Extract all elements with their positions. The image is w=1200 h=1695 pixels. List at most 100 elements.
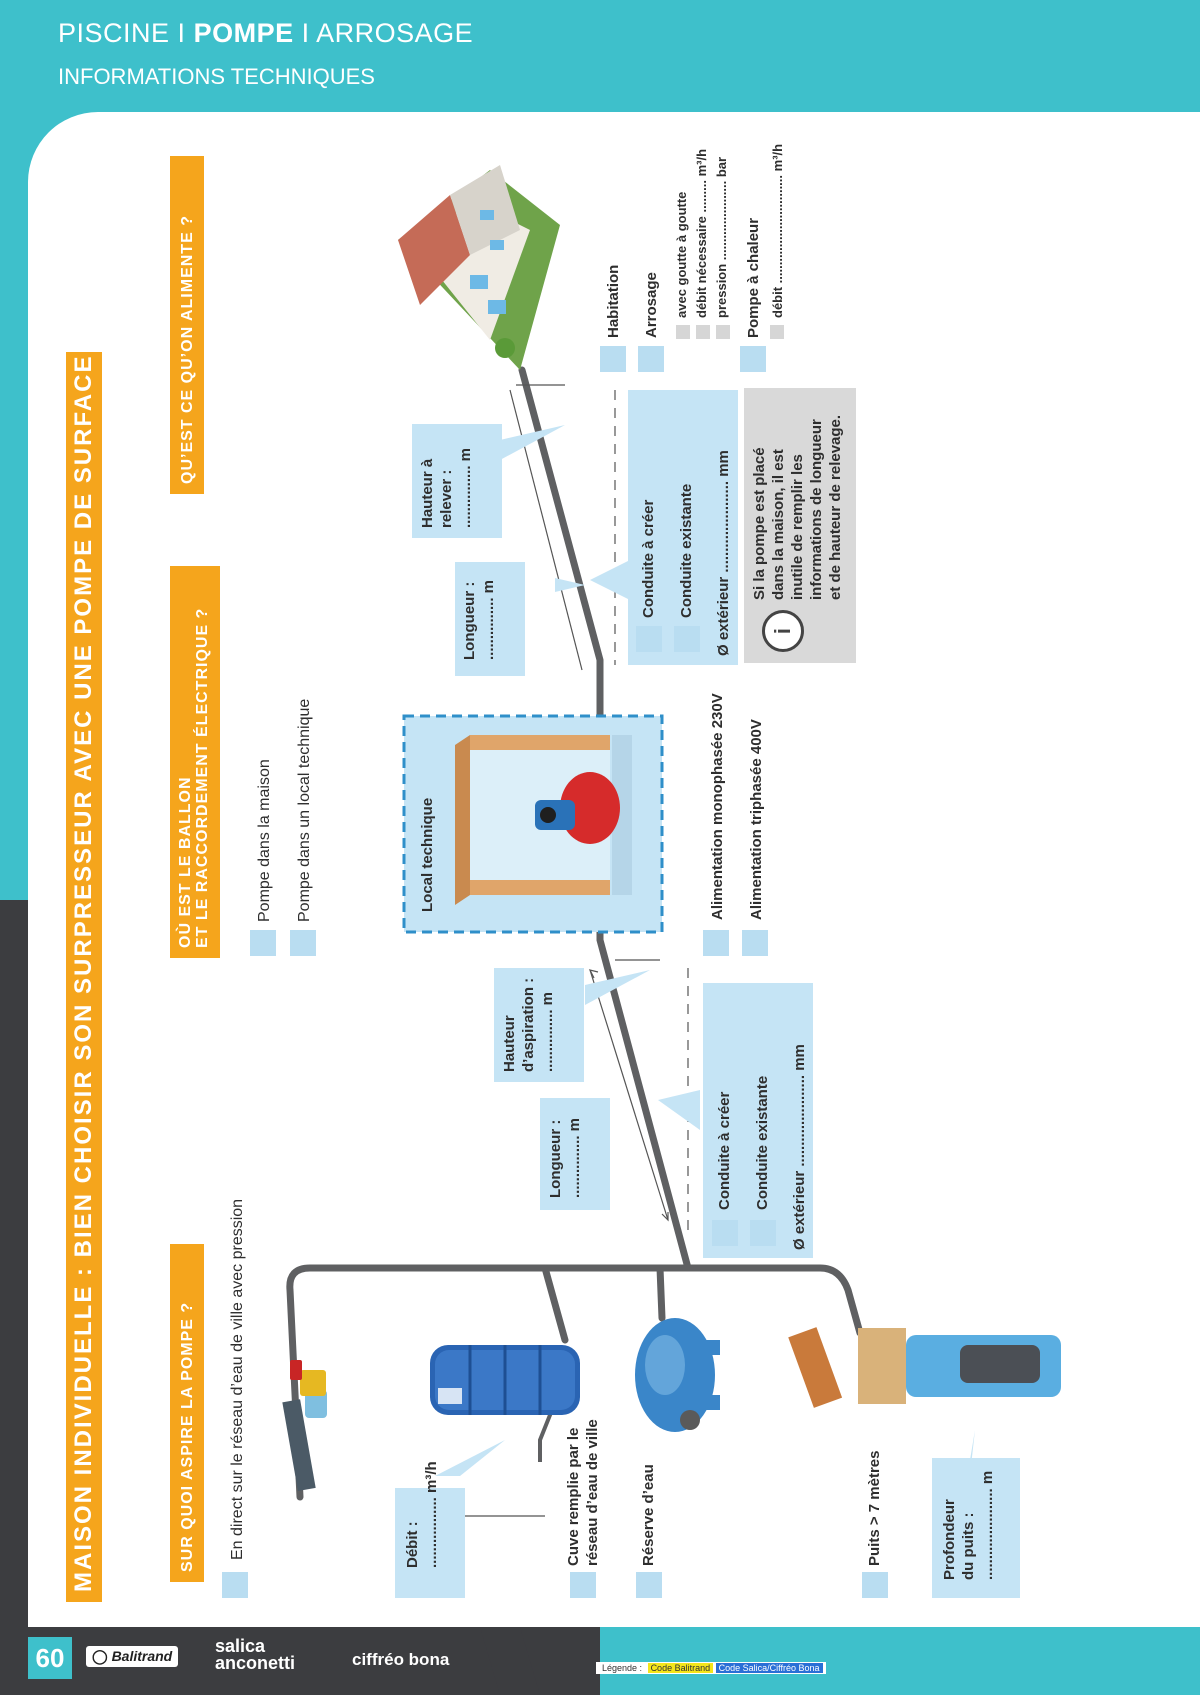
logo-salica: salica anconetti xyxy=(215,1636,295,1672)
cat-pompe: POMPE xyxy=(193,18,294,48)
sep-2: I xyxy=(301,18,310,48)
checkbox-arrosage[interactable] xyxy=(638,346,664,372)
hauteur-rel-line2: relever : xyxy=(438,469,455,528)
alim-debit-pac[interactable]: débit .............................. m³/… xyxy=(770,143,785,318)
info-line1: Si la pompe est placé xyxy=(751,447,768,600)
logo-balitrand: ◯ Balitrand xyxy=(86,1646,179,1667)
hauteur-rel-input[interactable]: ............... m xyxy=(457,447,474,528)
legend-label: Légende : xyxy=(602,1663,643,1673)
asp-conduite-existante: Conduite existante xyxy=(754,1075,771,1210)
info-line4: informations de longueur xyxy=(808,419,825,600)
debit-bubble xyxy=(395,1488,465,1598)
hauteur-asp-label: Hauteur d’aspiration : ............... m xyxy=(500,978,557,1072)
checkbox-pompe-maison[interactable] xyxy=(250,930,276,956)
checkbox-asp-creer[interactable] xyxy=(712,1220,738,1246)
legend-salica: Code Salica/Ciffréo Bona xyxy=(715,1663,823,1673)
cat-arrosage: ARROSAGE xyxy=(316,18,474,48)
checkbox-pompe-chaleur[interactable] xyxy=(740,346,766,372)
checkbox-habitation[interactable] xyxy=(600,346,626,372)
pump-icon xyxy=(535,772,620,844)
checkbox-ville[interactable] xyxy=(222,1572,248,1598)
page-number: 60 xyxy=(28,1637,72,1679)
debit-label: Débit : ................. m³/h xyxy=(403,1461,441,1568)
alim-tri: Alimentation triphasée 400V xyxy=(748,719,765,920)
hauteur-rel-bubble xyxy=(412,424,502,538)
brand-balitrand: Balitrand xyxy=(111,1648,173,1664)
hauteur-rel-line1: Hauteur à xyxy=(419,458,436,528)
alim-habitation: Habitation xyxy=(605,264,622,338)
profondeur-line1: Profondeur xyxy=(941,1499,958,1580)
alim-pression[interactable]: pression ...................... bar xyxy=(714,156,729,318)
bullet-pression xyxy=(716,325,730,339)
pipe-to-cuve xyxy=(541,1264,569,1344)
longueur-asp-text: Longueur : xyxy=(547,1119,564,1198)
asp-conduite-creer: Conduite à créer xyxy=(716,1091,733,1210)
header-band xyxy=(0,0,1200,112)
legend-balitrand: Code Balitrand xyxy=(647,1663,714,1673)
profondeur-bubble xyxy=(932,1458,1020,1598)
checkbox-cuve[interactable] xyxy=(570,1572,596,1598)
bullet-debit xyxy=(696,325,710,339)
hauteur-asp-line2: d’aspiration : xyxy=(520,977,537,1072)
well-icon xyxy=(788,1327,1061,1408)
hauteur-asp-input[interactable]: ............... m xyxy=(539,991,556,1072)
brand-salica: salica xyxy=(215,1636,266,1656)
ref-conduite-creer: Conduite à créer xyxy=(640,499,657,618)
checkbox-asp-existante[interactable] xyxy=(750,1220,776,1246)
longueur-ref-label: Longueur : ............... m xyxy=(460,580,498,660)
logo-ciffreo: ciffréo bona xyxy=(352,1650,449,1670)
category-breadcrumb: PISCINE I POMPE I ARROSAGE xyxy=(58,18,473,49)
ref-conduite-existante: Conduite existante xyxy=(678,483,695,618)
hauteur-asp-bubble xyxy=(494,968,584,1082)
aspiration-conduite-bubble xyxy=(703,983,813,1258)
info-text: Si la pompe est placé dans la maison, il… xyxy=(750,415,845,600)
checkbox-mono[interactable] xyxy=(703,930,729,956)
local-technique-label: Local technique xyxy=(419,797,436,912)
info-line2: dans la maison, il est xyxy=(770,449,787,600)
checkbox-pompe-local[interactable] xyxy=(290,930,316,956)
checkbox-ref-existante[interactable] xyxy=(674,626,700,652)
pipe-manifold xyxy=(286,1264,864,1501)
info-box xyxy=(744,388,856,663)
pipe-to-reserve xyxy=(656,1264,666,1322)
water-tank-icon xyxy=(430,1345,580,1415)
tap-icon xyxy=(282,1360,327,1492)
refoulement-conduite-bubble xyxy=(628,390,738,665)
longueur-ref-bubble xyxy=(455,562,525,676)
profondeur-line2: du puits : xyxy=(960,1512,977,1581)
alim-pompe-chaleur: Pompe à chaleur xyxy=(745,217,762,338)
info-line3: inutile de remplir les xyxy=(789,454,806,600)
alim-arrosage: Arrosage xyxy=(643,272,660,338)
checkbox-puits[interactable] xyxy=(862,1572,888,1598)
debit-label-text: Débit : xyxy=(404,1521,421,1568)
cat-piscine: PISCINE xyxy=(58,18,170,48)
footer-teal-band xyxy=(520,1627,1200,1695)
longueur-ref-input[interactable]: ............... m xyxy=(480,579,497,660)
brand-ciffreo: ciffréo bona xyxy=(352,1650,450,1669)
pressure-vessel-icon xyxy=(635,1318,720,1432)
alim-debit-necessaire[interactable]: débit nécessaire ......... m³/h xyxy=(694,148,709,318)
checkbox-reserve[interactable] xyxy=(636,1572,662,1598)
ref-diametre-input[interactable]: Ø extérieur ...................... mm xyxy=(715,450,732,656)
info-icon: i xyxy=(762,610,804,652)
bullet-debit-pac xyxy=(770,325,784,339)
balitrand-icon: ◯ xyxy=(92,1648,108,1664)
longueur-asp-input[interactable]: ............... m xyxy=(566,1117,583,1198)
longueur-ref-text: Longueur : xyxy=(461,581,478,660)
alim-goutte: avec goutte à goutte xyxy=(674,191,689,318)
info-line5: et de hauteur de relevage. xyxy=(827,414,844,600)
hauteur-asp-line1: Hauteur xyxy=(501,1015,518,1072)
footer-diagonal xyxy=(480,1627,540,1695)
asp-diametre-input[interactable]: Ø extérieur ...................... mm xyxy=(791,1044,808,1250)
checkbox-goutte[interactable] xyxy=(676,325,690,339)
checkbox-tri[interactable] xyxy=(742,930,768,956)
profondeur-label: Profondeur du puits : ..................… xyxy=(940,1471,997,1580)
longueur-asp-bubble xyxy=(540,1098,610,1210)
debit-input[interactable]: ................. m³/h xyxy=(423,1461,440,1568)
page-subtitle: INFORMATIONS TECHNIQUES xyxy=(58,64,375,89)
legend: Légende : Code Balitrand Code Salica/Cif… xyxy=(596,1662,826,1674)
profondeur-input[interactable]: ...................... m xyxy=(979,1470,996,1580)
alim-mono: Alimentation monophasée 230V xyxy=(709,693,726,920)
checkbox-ref-creer[interactable] xyxy=(636,626,662,652)
